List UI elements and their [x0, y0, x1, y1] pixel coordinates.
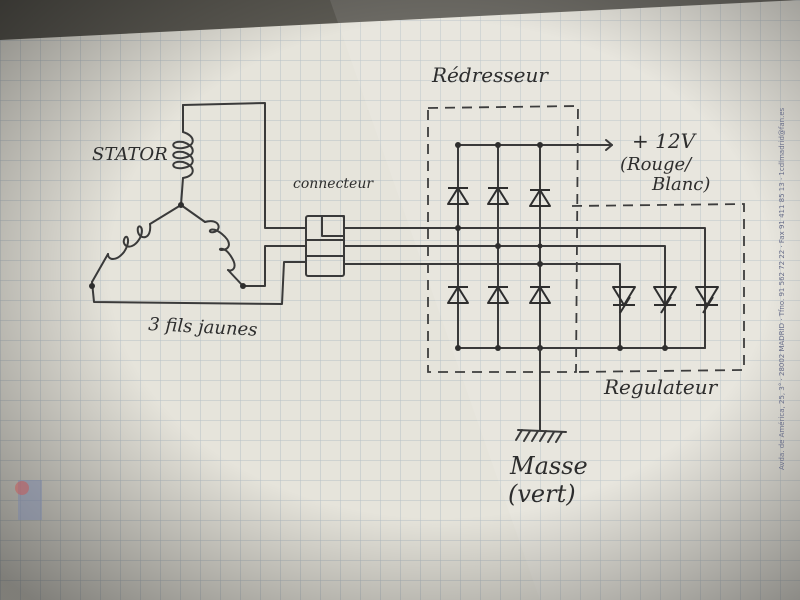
- paper-side-print: Avda. de América, 25, 3° · 28002 MADRID …: [778, 107, 786, 470]
- stator-node-right: [240, 283, 246, 289]
- connector-label: connecteur: [293, 176, 374, 192]
- wire-color-label-2: Blanc): [651, 174, 710, 195]
- ground-symbol: [515, 347, 567, 443]
- wire-color-label-1: (Rouge/: [620, 154, 693, 175]
- stator-node-left: [89, 283, 95, 289]
- regulator-label: Regulateur: [603, 375, 719, 399]
- ground-color-label: (vert): [508, 480, 576, 508]
- rectifier-outline: [427, 105, 579, 373]
- ground-label: Masse: [509, 452, 588, 480]
- plus-12v-label: + 12V: [632, 129, 698, 153]
- rectifier-label: Rédresseur: [431, 63, 549, 87]
- regulator-outline: [571, 203, 745, 373]
- stator-label: STATOR: [92, 144, 168, 165]
- stator-star-node: [178, 202, 184, 208]
- stator-windings: [91, 102, 307, 305]
- paper-logo: [15, 480, 42, 520]
